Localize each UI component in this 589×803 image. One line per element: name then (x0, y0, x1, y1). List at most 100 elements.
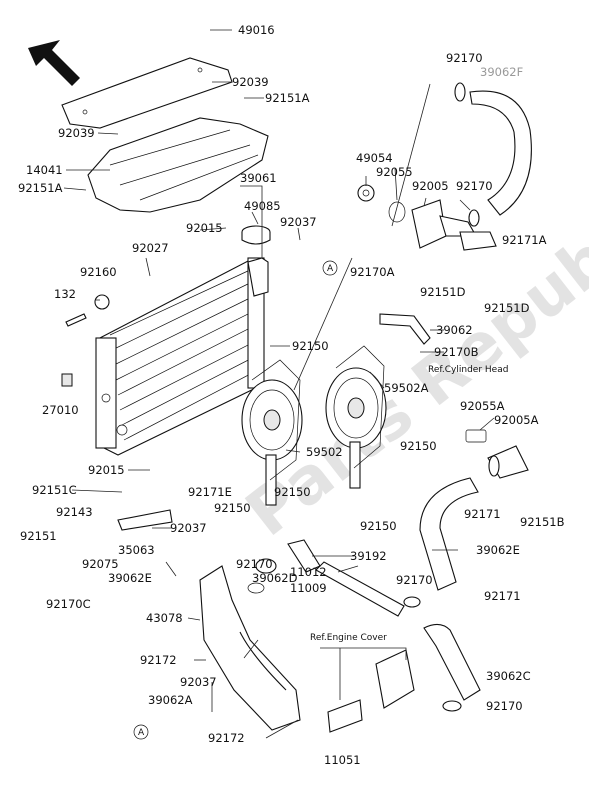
label-49085: 49085 (244, 199, 281, 213)
radiator-core (95, 257, 269, 456)
label-92143: 92143 (56, 505, 93, 519)
clamp-92170-bottom (442, 700, 462, 712)
label-92151d-a: 92151D (420, 285, 466, 299)
label-11009: 11009 (290, 581, 327, 595)
label-92015-top: 92015 (186, 221, 223, 235)
label-14041: 14041 (26, 163, 63, 177)
label-92150-low1: 92150 (274, 485, 311, 499)
hose-39062d (287, 539, 321, 573)
label-92027: 92027 (132, 241, 169, 255)
label-92150-mid: 92150 (292, 339, 329, 353)
label-92005a: 92005A (494, 413, 539, 427)
label-49016: 49016 (238, 23, 275, 37)
label-27010: 27010 (42, 403, 79, 417)
radiator-cap (241, 225, 271, 245)
label-49054: 49054 (356, 151, 393, 165)
thermostat-49054 (357, 184, 375, 202)
o-ring-92055 (388, 201, 406, 223)
label-39062: 39062 (436, 323, 473, 337)
label-92170c: 92170C (46, 597, 91, 611)
label-92151d-b: 92151D (484, 301, 530, 315)
label-92151: 92151 (20, 529, 57, 543)
label-132: 132 (54, 287, 76, 301)
label-92160: 92160 (80, 265, 117, 279)
shroud-49016 (61, 57, 233, 129)
label-11051: 11051 (324, 753, 361, 767)
label-92170-mid: 92170 (236, 557, 273, 571)
marker-a-2-text: A (138, 728, 145, 738)
label-35063: 35063 (118, 543, 155, 557)
front-arrow-icon (28, 40, 80, 86)
label-43078: 43078 (146, 611, 183, 625)
clamp-92170-top (454, 82, 466, 102)
label-92170-upper: 92170 (456, 179, 493, 193)
clamp-92171-right (403, 596, 421, 608)
label-92039-b: 92039 (58, 126, 95, 140)
label-39062e-left: 39062E (108, 571, 152, 585)
hose-39062e-right (419, 477, 479, 591)
fitting-92005a (487, 445, 529, 479)
label-92075: 92075 (82, 557, 119, 571)
label-92171-r: 92171 (484, 589, 521, 603)
label-92055a: 92055A (460, 399, 505, 413)
shroud-14041 (87, 117, 269, 213)
label-92005: 92005 (412, 179, 449, 193)
label-92171a: 92171A (502, 233, 547, 247)
reservoir-cap-11012 (255, 558, 277, 574)
label-39062e-right: 39062E (476, 543, 520, 557)
label-92170a: 92170A (350, 265, 395, 279)
label-92151a-top: 92151A (265, 91, 310, 105)
label-92150-right: 92150 (400, 439, 437, 453)
marker-a-1-text: A (327, 264, 334, 274)
label-92015-bot: 92015 (88, 463, 125, 477)
gasket-92055a (465, 429, 487, 443)
label-ref-cylinder-head: Ref.Cylinder Head (428, 365, 508, 375)
bolt-132 (65, 313, 87, 327)
label-ref-engine-cover: Ref.Engine Cover (310, 633, 387, 643)
label-92150-c: 92150 (360, 519, 397, 533)
fan-59502 (241, 359, 303, 506)
label-92037-top: 92037 (280, 215, 317, 229)
label-92037-bot: 92037 (180, 675, 217, 689)
clamp-92170-upper (468, 209, 480, 227)
label-92151c: 92151C (32, 483, 77, 497)
leader-lines (63, 29, 495, 739)
hose-39062f (469, 90, 532, 216)
label-92172-a: 92172 (140, 653, 177, 667)
label-92170b: 92170B (434, 345, 479, 359)
label-92170-bot: 92170 (486, 699, 523, 713)
seal-11009 (247, 582, 265, 594)
label-92170-r: 92170 (396, 573, 433, 587)
label-92172-b: 92172 (208, 731, 245, 745)
label-39062c: 39062C (486, 669, 531, 683)
label-92170-top: 92170 (446, 51, 483, 65)
label-11012: 11012 (290, 565, 327, 579)
label-92037-mid: 92037 (170, 521, 207, 535)
label-39062f: 39062F (480, 65, 523, 79)
label-92171e: 92171E (188, 485, 232, 499)
grommet-92160 (94, 294, 110, 310)
hose-39062c (423, 623, 481, 701)
label-59502: 59502 (306, 445, 343, 459)
pipe-39192 (315, 561, 405, 617)
bracket-11051 (327, 649, 415, 733)
callout-labels: 49016 92039 92151A 92039 14041 92151A 39… (18, 23, 565, 767)
bracket-92171a (459, 231, 497, 251)
marker-a-2: A (133, 724, 149, 740)
label-92171: 92171 (464, 507, 501, 521)
label-92039-a: 92039 (232, 75, 269, 89)
fan-59502a (325, 345, 387, 489)
label-92151a-left: 92151A (18, 181, 63, 195)
label-39192: 39192 (350, 549, 387, 563)
label-59502a: 59502A (384, 381, 429, 395)
label-92055: 92055 (376, 165, 413, 179)
reservoir-tank-43078 (199, 565, 301, 731)
label-39062a: 39062A (148, 693, 193, 707)
label-92150-low2: 92150 (214, 501, 251, 515)
pipe-39062 (379, 313, 431, 345)
bracket-35063 (117, 509, 173, 531)
bolt-27010 (61, 373, 73, 387)
label-92151b: 92151B (520, 515, 565, 529)
